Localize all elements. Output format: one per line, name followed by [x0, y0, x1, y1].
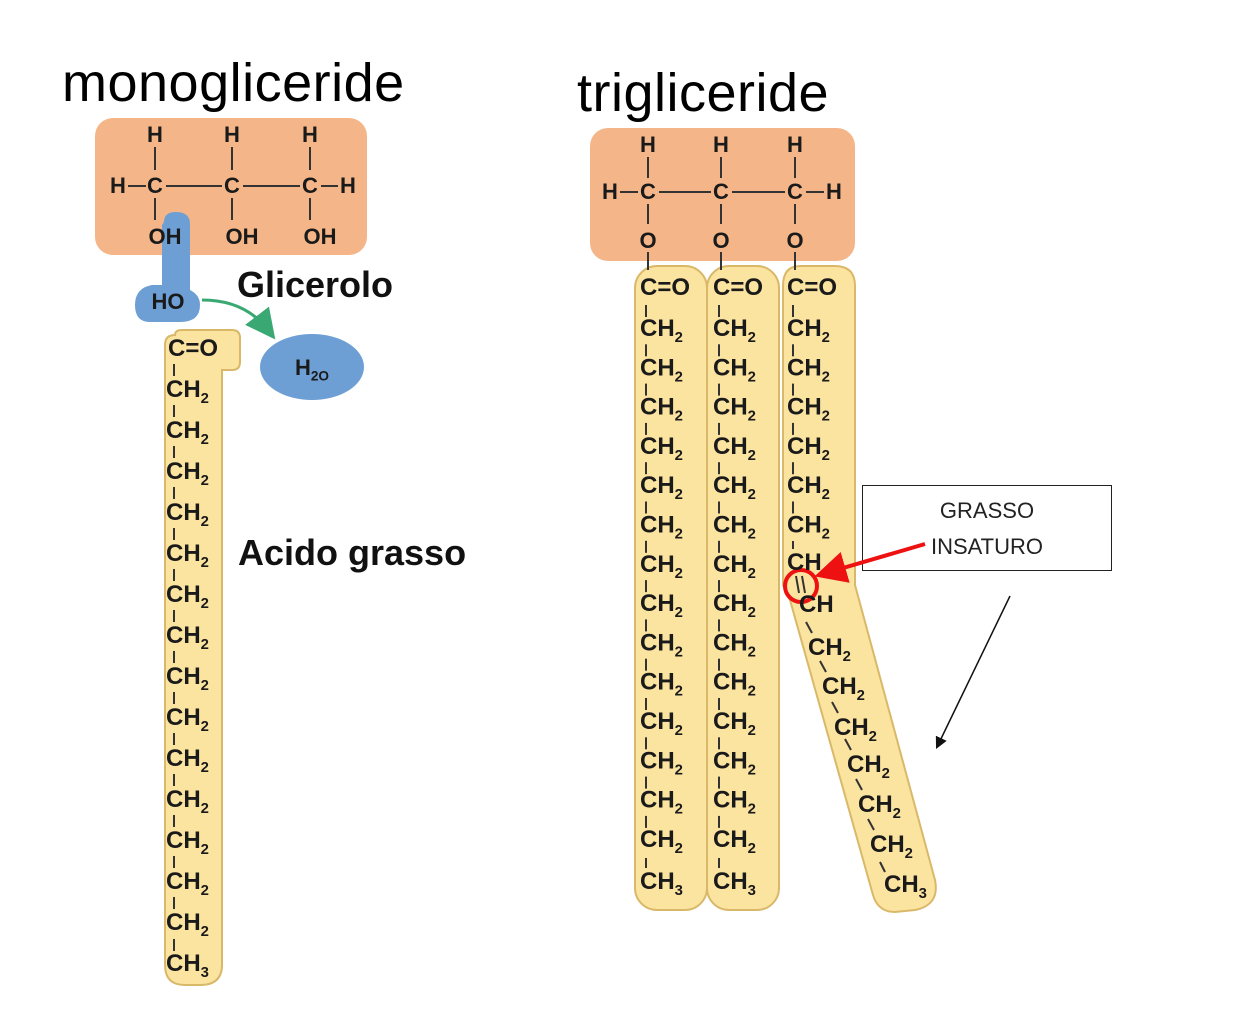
bond-line: [867, 818, 875, 831]
bond-line: [831, 701, 839, 714]
ch2-group: CH2: [713, 354, 756, 385]
mono-fatty-acid-chain: [164, 329, 241, 986]
double-bond-highlight: [783, 568, 819, 604]
ho-connector: [135, 212, 200, 322]
glycerol-h-top: H: [640, 132, 656, 157]
black-pointer-arrow: [935, 595, 1011, 750]
annotation-line-1: GRASSO: [939, 498, 1035, 523]
ch2-group: CH2: [787, 472, 830, 503]
glycerol-h-right: H: [340, 173, 356, 198]
red-pointer-arrow: [814, 542, 926, 583]
carbonyl-group: C=O: [713, 274, 763, 301]
glycerol-oh: OH: [226, 224, 259, 249]
bond-line: [855, 778, 863, 791]
bond-line: [844, 738, 852, 751]
water-molecule: [260, 334, 364, 400]
ch2-group: CH2: [858, 791, 901, 822]
fatty-acid-label: Acido grasso: [238, 532, 467, 573]
fatty-acid-ho: HO: [152, 289, 185, 314]
glycerol-oh: OH: [304, 224, 337, 249]
glycerol-c: C: [147, 173, 163, 198]
glycerol-h-left: H: [602, 179, 618, 204]
bond-line: [879, 861, 886, 873]
ch-group: CH: [787, 549, 822, 576]
glycerol-h-top: H: [713, 132, 729, 157]
water-release-arrow: [201, 298, 276, 340]
carbonyl-group: C=O: [168, 335, 218, 362]
ch2-group: CH2: [808, 634, 851, 665]
glycerol-label: Glicerolo: [237, 264, 394, 305]
tri-glycerol-box: [590, 128, 855, 261]
double-bond-line: [801, 575, 806, 594]
glycerol-h-top: H: [302, 122, 318, 147]
glycerol-c: C: [713, 179, 729, 204]
tri-chain-3-unsaturated: [782, 265, 937, 914]
bond-line: [805, 621, 813, 634]
ch2-group: CH2: [713, 394, 756, 425]
monoglyceride-title: monogliceride: [62, 53, 405, 113]
ester-oxygen: O: [639, 228, 656, 253]
glycerol-h-top: H: [224, 122, 240, 147]
ch-group: CH: [799, 591, 834, 618]
glycerol-oh: OH: [149, 224, 182, 249]
glycerol-c: C: [640, 179, 656, 204]
glycerol-h-right: H: [826, 179, 842, 204]
ch2-group: CH2: [640, 394, 683, 425]
bond-line: [819, 660, 827, 673]
glycerol-h-left: H: [110, 173, 126, 198]
annotation-line-2: INSATURO: [930, 534, 1044, 559]
glycerol-c: C: [224, 173, 240, 198]
triglyceride-title: trigliceride: [577, 63, 830, 123]
glycerol-c: C: [787, 179, 803, 204]
carbonyl-group: C=O: [787, 274, 837, 301]
double-bond-line: [795, 575, 800, 594]
ester-oxygen: O: [712, 228, 729, 253]
ester-oxygen: O: [786, 228, 803, 253]
glycerol-h-top: H: [147, 122, 163, 147]
unsaturated-fat-annotation-box: GRASSO INSATURO: [862, 485, 1112, 571]
carbonyl-group: C=O: [640, 274, 690, 301]
tri-chain-2: [706, 265, 780, 911]
mono-glycerol-box: [95, 118, 367, 255]
glycerol-c: C: [302, 173, 318, 198]
glycerol-h-top: H: [787, 132, 803, 157]
